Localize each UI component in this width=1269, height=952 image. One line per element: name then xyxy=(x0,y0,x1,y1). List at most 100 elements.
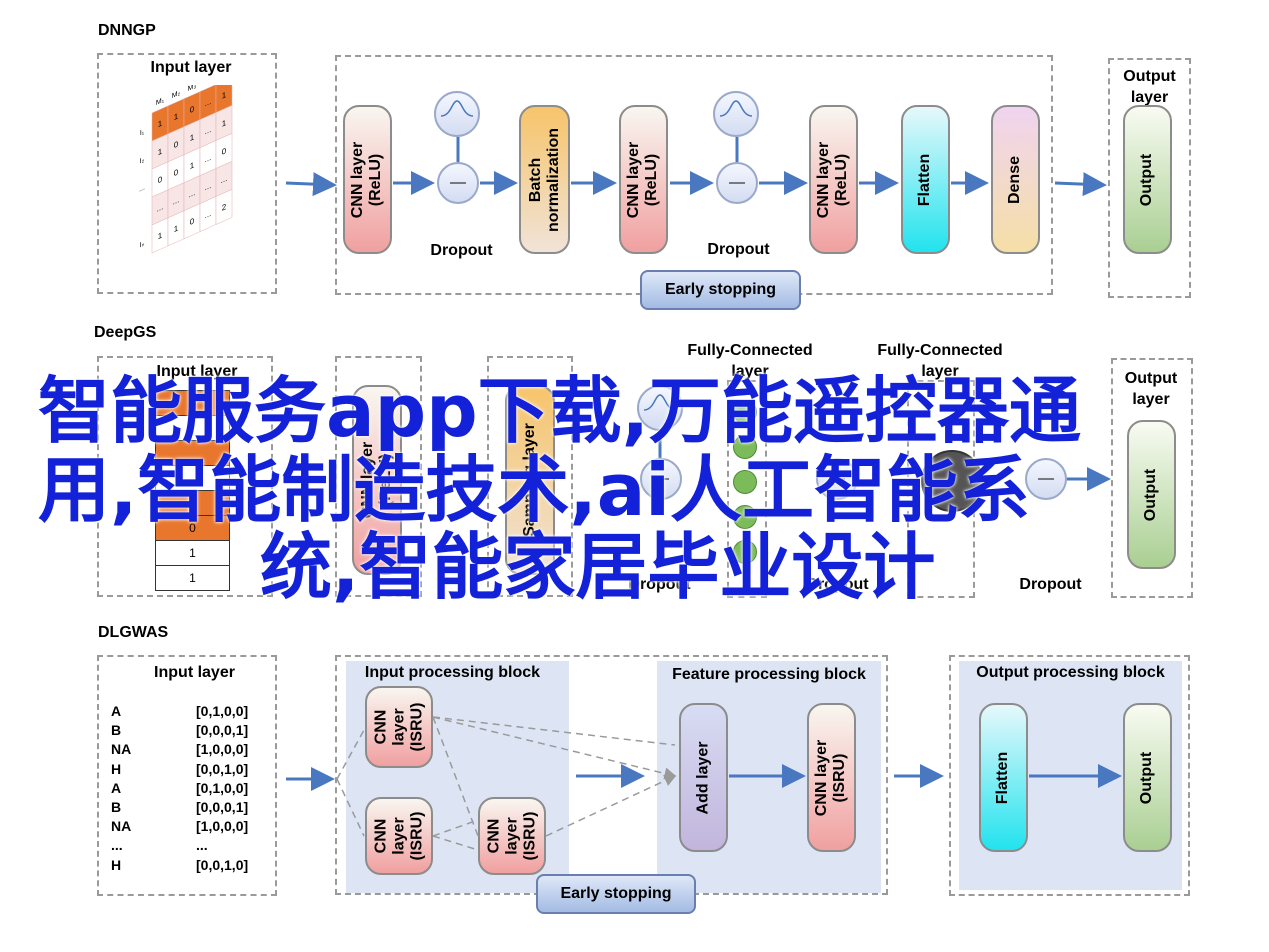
matrix-cell-value: 1 xyxy=(174,111,179,123)
deepgs-fc-box-1 xyxy=(727,380,767,598)
dlgwas-flatten-layer: Flatten xyxy=(979,703,1028,852)
matrix-cell-value: ... xyxy=(173,194,180,207)
overlay-text-line-2: 用,智能制造技术,ai人工智能系 xyxy=(38,448,1030,532)
dlgwas-output-box xyxy=(949,655,1190,896)
dlgwas-row-value: [0,1,0,0] xyxy=(196,779,249,796)
matrix-cell-value: 1 xyxy=(158,230,163,242)
matrix-col-label: M₂ xyxy=(172,88,181,100)
matrix-cell-value: ... xyxy=(221,173,228,186)
matrix-row-label: Iₙ xyxy=(140,239,145,250)
dnngp-batch-normalization: Batch normalization xyxy=(519,105,570,254)
dlgwas-row-key: H xyxy=(111,856,122,873)
dlgwas-feature-block-label: Feature processing block xyxy=(672,666,866,683)
dlgwas-row-key: NA xyxy=(111,741,132,758)
dnngp-early-stopping: Early stopping xyxy=(640,270,801,310)
matrix-cell-value: 2 xyxy=(222,201,227,213)
dnngp-dropout-node-1 xyxy=(437,162,479,204)
dlgwas-row-key: B xyxy=(111,799,122,815)
dnngp-input-matrix: M₁M₂M₃...Mₙ110...1101...1001...0........… xyxy=(139,85,233,254)
matrix-cell xyxy=(215,189,233,225)
dlgwas-early-stopping: Early stopping xyxy=(536,874,696,914)
dlgwas-row-value: [1,0,0,0] xyxy=(196,818,249,835)
dlgwas-output-block-label: Output processing block xyxy=(976,664,1165,681)
dlgwas-cnn-isru-1: CNN layer (ISRU) xyxy=(365,686,433,768)
dnngp-output-label: Output layer xyxy=(1123,68,1176,106)
deepgs-dropout-label-2: Dropout xyxy=(806,576,869,593)
overlay-text-line-1: 智能服务app下载,万能遥控器通 xyxy=(38,369,1082,453)
matrix-cell-value: ... xyxy=(205,180,212,193)
deepgs-input-label: Input layer xyxy=(156,363,238,380)
dlgwas-row-value: [0,0,1,0] xyxy=(196,856,249,873)
matrix-col-label: M₁ xyxy=(156,95,165,107)
deepgs-cnn-box xyxy=(335,356,422,597)
dnngp-dropout-node-2 xyxy=(716,162,758,204)
matrix-cell-value: 1 xyxy=(222,89,227,101)
dlgwas-cnn-isru-2: CNN layer (ISRU) xyxy=(365,797,433,875)
dlgwas-row-key: NA xyxy=(111,818,132,835)
dlgwas-row-value: [0,0,0,1] xyxy=(196,722,249,739)
dnngp-activation-icon-1 xyxy=(434,91,480,137)
deepgs-input-cell: 1 xyxy=(155,491,230,516)
matrix-cell-value: 1 xyxy=(190,131,195,143)
deepgs-fc-neuron-2 xyxy=(921,450,983,512)
dlgwas-input-block-label: Input processing block xyxy=(364,664,541,681)
dnngp-dropout-label-1: Dropout xyxy=(430,242,493,259)
dlgwas-cnn-isru-3: CNN layer (ISRU) xyxy=(478,797,546,875)
deepgs-activation-icon-1 xyxy=(637,385,683,431)
matrix-row-label: I₁ xyxy=(140,127,145,138)
deepgs-input-cell: 1 xyxy=(155,566,230,591)
deepgs-dropout-node-2 xyxy=(816,458,858,500)
dnngp-cnn-layer-2: CNN layer (ReLU) xyxy=(619,105,668,254)
dlgwas-row-key: A xyxy=(111,779,122,796)
dlgwas-cnn-layer-isru: CNN layer (ISRU) xyxy=(807,703,856,852)
matrix-cell-value: 1 xyxy=(190,159,195,171)
matrix-cell-value: 0 xyxy=(174,167,179,179)
dnngp-cnn-layer-1: CNN layer (ReLU) xyxy=(343,105,392,254)
matrix-col-label: M₃ xyxy=(188,85,197,93)
deepgs-input-box xyxy=(97,356,273,597)
deepgs-input-column: 1 0 1 1 xyxy=(155,390,230,591)
dlgwas-input-box xyxy=(97,655,277,896)
dnngp-input-label: Input layer xyxy=(150,59,232,76)
dnngp-output-box xyxy=(1108,58,1191,298)
deepgs-sampling-layer: Sampling layer xyxy=(505,385,555,575)
deepgs-dropout-label-3: Dropout xyxy=(1019,576,1082,593)
deepgs-output-box xyxy=(1111,358,1193,598)
matrix-cell-value: 0 xyxy=(190,103,195,115)
dnngp-activation-icon-2 xyxy=(713,91,759,137)
dnngp-title: DNNGP xyxy=(98,22,156,39)
dlgwas-row-value: [0,0,1,0] xyxy=(196,760,249,777)
matrix-cell-value: ... xyxy=(157,201,164,214)
matrix-cell-value: ... xyxy=(205,152,212,165)
dnngp-output-node: Output xyxy=(1123,105,1172,254)
dlgwas-row-key: A xyxy=(111,703,122,719)
matrix-cell-value: ... xyxy=(189,187,196,200)
deepgs-title: DeepGS xyxy=(94,324,157,341)
dlgwas-row-key: H xyxy=(111,760,122,777)
matrix-cell-value: 1 xyxy=(222,117,227,129)
matrix-cell-value: ... xyxy=(205,96,212,109)
dnngp-input-box xyxy=(97,53,277,294)
dlgwas-input-label: Input layer xyxy=(154,664,235,681)
matrix-cell-value: 1 xyxy=(174,223,179,235)
deepgs-cnn-layer: CNN layer (ReLU) xyxy=(352,385,402,575)
dlgwas-row-value: [0,1,0,0] xyxy=(196,703,249,719)
dlgwas-output-node: Output xyxy=(1123,703,1172,852)
deepgs-output-node: Output xyxy=(1127,420,1176,569)
dlgwas-add-layer: Add layer xyxy=(679,703,728,852)
deepgs-input-cell: 0 xyxy=(155,516,230,541)
matrix-cell-value: ... xyxy=(205,124,212,137)
deepgs-dropout-label-1: Dropout xyxy=(628,576,691,593)
deepgs-fc-label-2: Fully-Connected layer xyxy=(877,342,1003,380)
deepgs-fc-neurons-1 xyxy=(733,400,757,564)
matrix-cell-value: 0 xyxy=(158,174,163,186)
deepgs-sampling-box xyxy=(487,356,573,597)
matrix-row-label: ... xyxy=(139,182,145,193)
dlgwas-row-key: B xyxy=(111,722,122,739)
dnngp-flatten-layer: Flatten xyxy=(901,105,950,254)
matrix-cell-value: 0 xyxy=(174,139,179,151)
dlgwas-row-value: ... xyxy=(196,837,208,854)
dlgwas-title: DLGWAS xyxy=(98,624,169,641)
dnngp-dropout-label-2: Dropout xyxy=(707,241,770,258)
